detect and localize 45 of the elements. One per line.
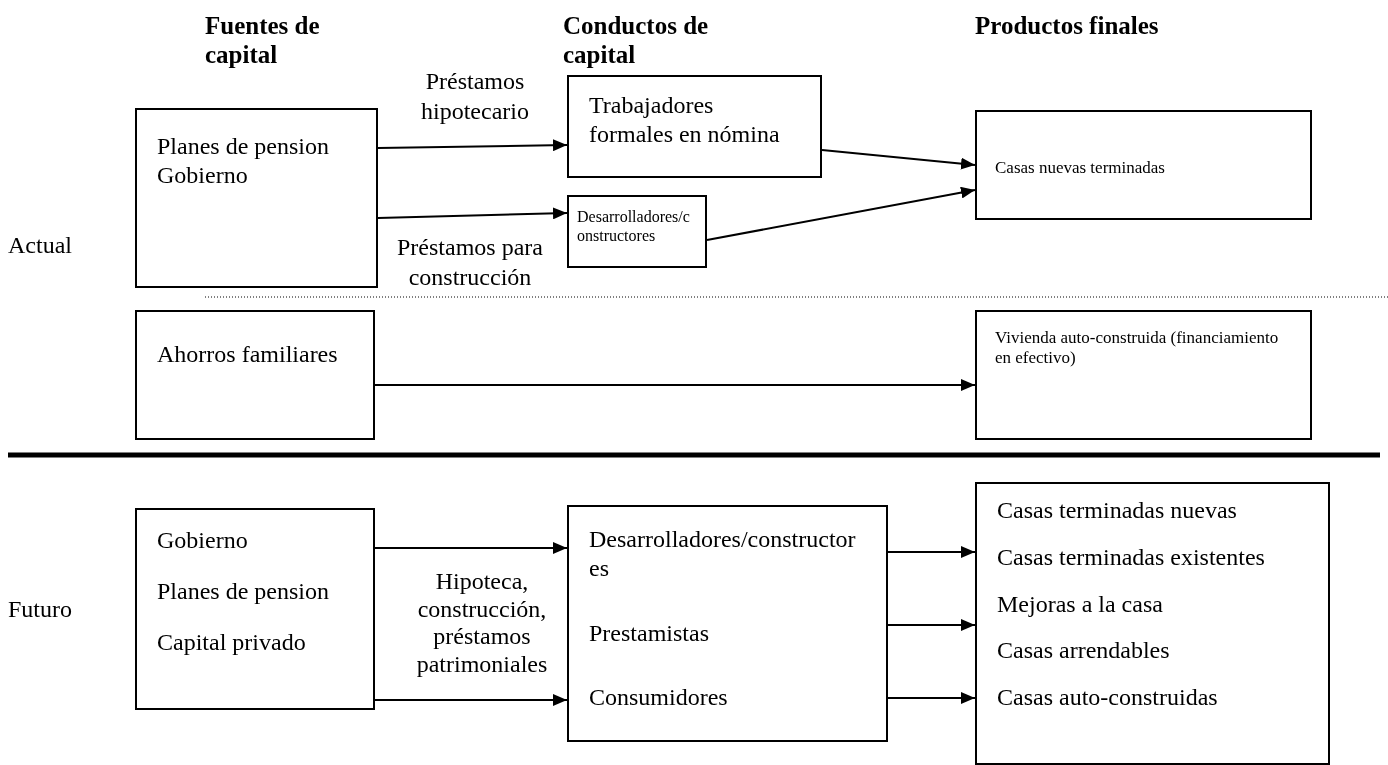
arrow: [706, 186, 976, 241]
process-box: [975, 482, 1330, 765]
box-text: Casas terminadas existentes: [997, 542, 1266, 572]
column-heading: Fuentes de capital: [205, 12, 321, 70]
edge-label: Préstamos hipotecario: [420, 67, 530, 126]
box-text: Desarrolladores/constructores: [577, 207, 691, 246]
process-box: [975, 310, 1312, 440]
box-text: Gobierno: [157, 160, 249, 190]
process-box: [567, 195, 707, 268]
arrow: [374, 542, 568, 554]
process-box: [135, 310, 375, 440]
arrow: [377, 139, 568, 152]
box-text: Desarrolladores/constructores: [589, 525, 857, 583]
arrow: [821, 149, 976, 170]
text-label: Hipoteca, construcción, préstamos patrimoniales: [415, 568, 549, 679]
box-text: Casas auto-construidas: [997, 683, 1219, 712]
box-text: Consumidores: [589, 683, 729, 713]
column-heading: Productos finales: [975, 12, 1160, 41]
box-text: Vivienda auto-construida (financiamiento en efectivo): [995, 328, 1280, 369]
box-text: Planes de pension: [157, 576, 330, 606]
column-heading: Conductos de capital: [563, 12, 710, 70]
box-text: Trabajadores formales en nómina: [589, 91, 781, 149]
box-text: Casas nuevas terminadas: [995, 158, 1166, 179]
box-text: Capital privado: [157, 627, 307, 657]
edge-label: Préstamos para construcción: [396, 233, 544, 292]
process-box: [567, 75, 822, 178]
process-box: [975, 110, 1312, 220]
box-text: Prestamistas: [589, 618, 710, 648]
arrow: [887, 619, 976, 631]
process-box: [135, 108, 378, 288]
box-text: Casas arrendables: [997, 636, 1171, 666]
process-box: [567, 505, 888, 742]
text-label: Futuro: [8, 596, 73, 624]
box-text: Casas terminadas nuevas: [997, 496, 1238, 525]
box-text: Mejoras a la casa: [997, 589, 1164, 619]
box-text: Planes de pension: [157, 132, 330, 161]
arrow: [374, 379, 976, 391]
box-text: Ahorros familiares: [157, 340, 339, 369]
arrow: [887, 546, 976, 558]
box-text: Gobierno: [157, 526, 249, 555]
text-label: Actual: [8, 232, 73, 260]
arrow: [887, 692, 976, 704]
process-box: [135, 508, 375, 710]
arrow: [377, 207, 568, 220]
arrow: [374, 694, 568, 706]
